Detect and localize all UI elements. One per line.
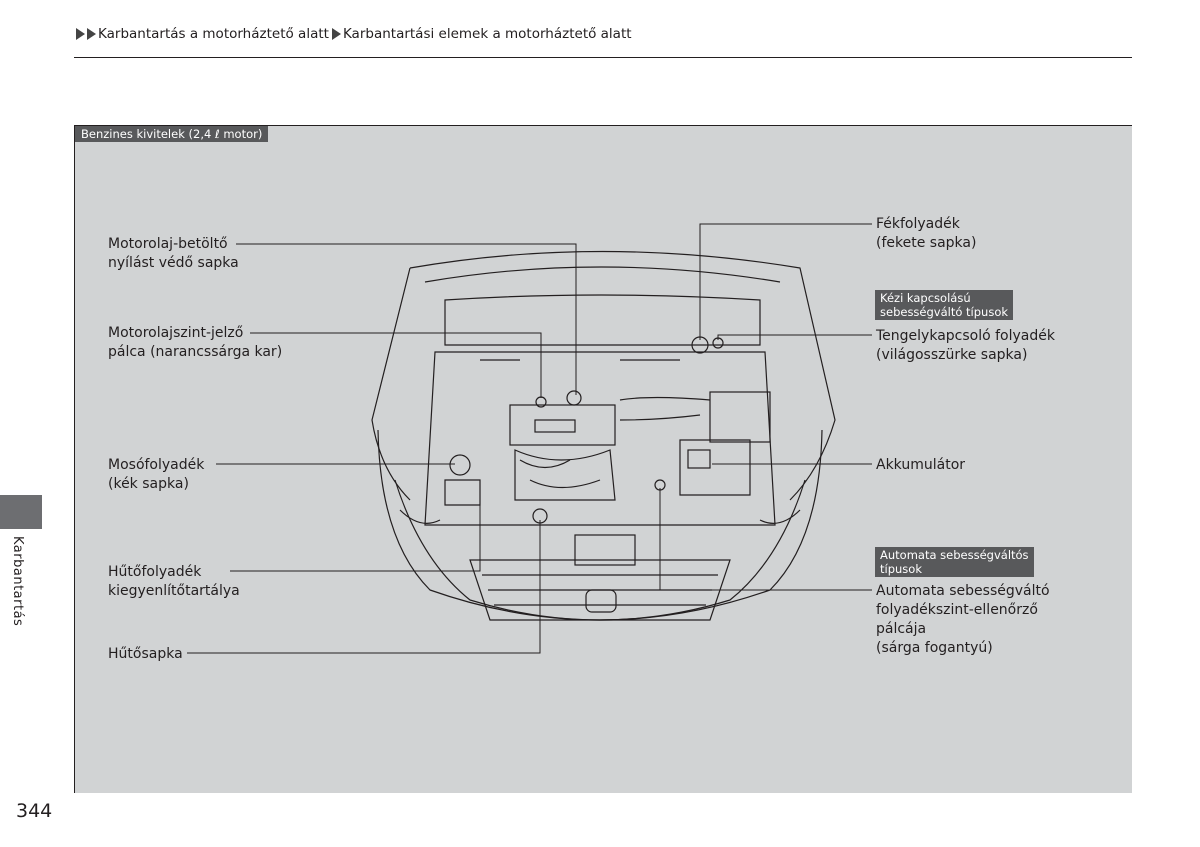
breadcrumb-arrow-icon bbox=[87, 28, 96, 40]
callout-coolant-reservoir: Hűtőfolyadék kiegyenlítőtartálya bbox=[108, 564, 240, 599]
chapter-tab-marker bbox=[0, 495, 42, 529]
air-box bbox=[709, 391, 771, 443]
panel-border bbox=[74, 125, 75, 793]
callout-battery: Akkumulátor bbox=[876, 457, 966, 473]
breadcrumb: Karbantartás a motorháztető alatt Karban… bbox=[76, 26, 635, 42]
breadcrumb-item[interactable]: Karbantartás a motorháztető alatt bbox=[98, 26, 329, 42]
front-grille bbox=[469, 559, 731, 621]
panel-border bbox=[74, 125, 1132, 126]
hood-outline bbox=[409, 250, 836, 501]
page-number: 344 bbox=[16, 800, 53, 822]
callout-brake-fluid: Fékfolyadék (fekete sapka) bbox=[876, 216, 977, 251]
engine-cover bbox=[509, 404, 616, 446]
callout-radiator-cap: Hűtősapka bbox=[108, 646, 183, 662]
battery bbox=[679, 439, 751, 496]
hood-outline bbox=[371, 267, 411, 501]
header-rule bbox=[74, 57, 1132, 58]
diagram-panel bbox=[74, 125, 1132, 793]
hood-latch bbox=[574, 534, 636, 566]
breadcrumb-arrow-icon bbox=[76, 28, 85, 40]
automatic-transmission-tag: Automata sebességváltós típusok bbox=[875, 547, 1034, 577]
manual-transmission-tag: Kézi kapcsolású sebességváltó típusok bbox=[875, 290, 1014, 320]
callout-washer-fluid: Mosófolyadék (kék sapka) bbox=[108, 457, 205, 492]
coolant-reservoir bbox=[444, 479, 481, 506]
chapter-tab-label: Karbantartás bbox=[10, 536, 25, 627]
washer-reservoir bbox=[449, 454, 471, 476]
breadcrumb-item[interactable]: Karbantartási elemek a motorháztető alat… bbox=[342, 26, 632, 42]
callout-lines bbox=[187, 223, 872, 654]
emblem bbox=[585, 589, 617, 613]
variant-tag: Benzines kivitelek (2,4 ℓ motor) bbox=[75, 126, 269, 142]
oil-filler-cap bbox=[566, 390, 582, 406]
callout-oil-filler-cap: Motorolaj-betöltő nyílást védő sapka bbox=[108, 236, 239, 271]
callout-atf-dipstick: Automata sebességváltó folyadékszint-ell… bbox=[876, 583, 1050, 656]
callout-clutch-fluid: Tengelykapcsoló folyadék (világosszürke … bbox=[876, 328, 1055, 363]
callout-oil-dipstick: Motorolajszint-jelző pálca (narancssárga… bbox=[108, 325, 283, 360]
breadcrumb-arrow-icon bbox=[331, 28, 341, 40]
engine-bay bbox=[424, 351, 776, 526]
